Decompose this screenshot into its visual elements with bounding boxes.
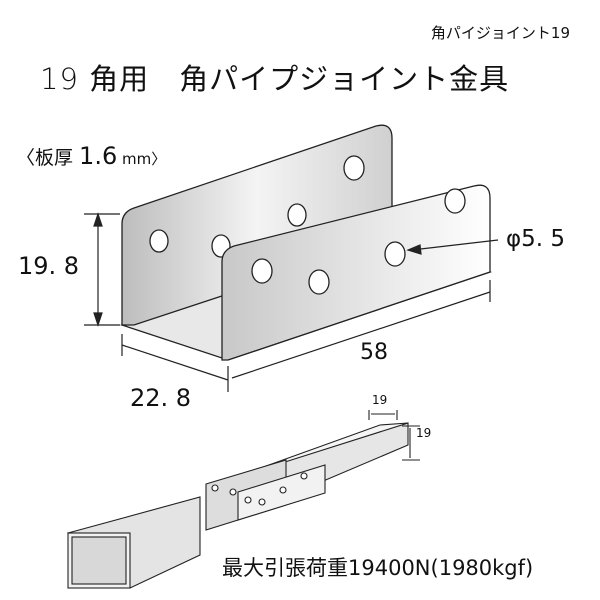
hole [149,229,169,253]
hole [287,203,307,227]
thickness-prefix: 〈板厚 [16,147,80,169]
width-dimension: 22. 8 [130,384,192,412]
product-code: 角パイジョイント19 [430,24,570,42]
hole-diameter: φ5. 5 [506,226,566,252]
hole [308,269,330,295]
bracket-back-plate [121,124,393,326]
hole [444,188,466,214]
joint-bracket-large [119,124,493,361]
dimension-lines [84,212,499,392]
hole [343,155,365,181]
plate-thickness: 〈板厚 1.6 mm〉 [16,142,166,170]
length-dimension: 58 [360,340,388,365]
max-load-label: 最大引張荷重19400N(1980kgf) [222,556,534,580]
thickness-value: 1.6 [79,142,118,170]
thickness-unit: mm〉 [117,150,167,168]
hole [251,258,273,284]
pipe-height-label: 19 [416,426,432,440]
assembly-illustration [66,410,420,589]
page-title: 19 角用 角パイプジョイント金具 [40,62,510,96]
hole [384,241,406,267]
bracket-front-plate [221,184,491,361]
pipe-width-label: 19 [372,393,388,407]
height-dimension: 19. 8 [18,252,80,280]
